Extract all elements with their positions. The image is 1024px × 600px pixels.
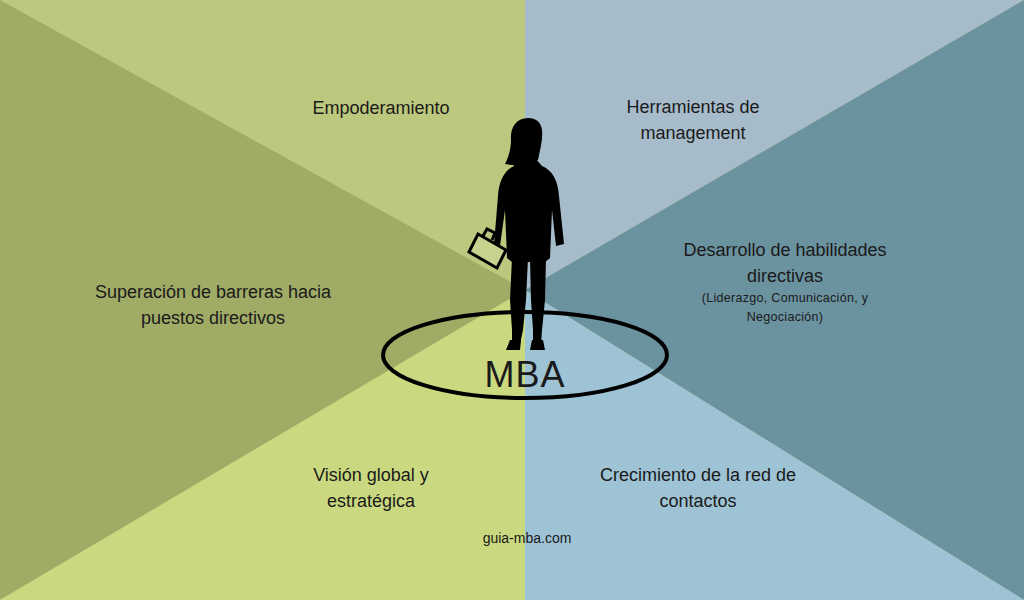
mba-ellipse: MBA bbox=[380, 309, 670, 401]
briefcase bbox=[469, 229, 506, 268]
ellipse-shape bbox=[383, 312, 667, 398]
benefit-title: Empoderamiento bbox=[281, 95, 481, 121]
benefit-box: Herramientas de management bbox=[598, 94, 788, 146]
mba-text: MBA bbox=[484, 357, 565, 393]
region-bottom-left bbox=[0, 290, 525, 600]
benefit-box: Crecimiento de la red de contactos bbox=[598, 462, 798, 514]
benefit-box: Empoderamiento bbox=[281, 95, 481, 121]
benefit-title: Crecimiento de la red de contactos bbox=[598, 462, 798, 514]
region-left bbox=[0, 0, 525, 600]
benefit-title: Desarrollo de habilidades directivas bbox=[665, 237, 905, 289]
benefit-box: Desarrollo de habilidades directivas(Lid… bbox=[665, 237, 905, 328]
benefit-title: Herramientas de management bbox=[598, 94, 788, 146]
benefit-title: Visión global y estratégica bbox=[286, 462, 456, 514]
benefit-box: Visión global y estratégica bbox=[286, 462, 456, 514]
watermark: guia-mba.com bbox=[483, 530, 572, 546]
benefit-box: Superación de barreras hacia puestos dir… bbox=[88, 279, 338, 331]
benefit-detail: (Liderazgo, Comunicación, y Negociación) bbox=[665, 289, 905, 328]
region-bottom-right bbox=[525, 290, 1024, 600]
benefit-title: Superación de barreras hacia puestos dir… bbox=[88, 279, 338, 331]
region-right bbox=[525, 0, 1024, 600]
woman-silhouette bbox=[492, 118, 564, 350]
